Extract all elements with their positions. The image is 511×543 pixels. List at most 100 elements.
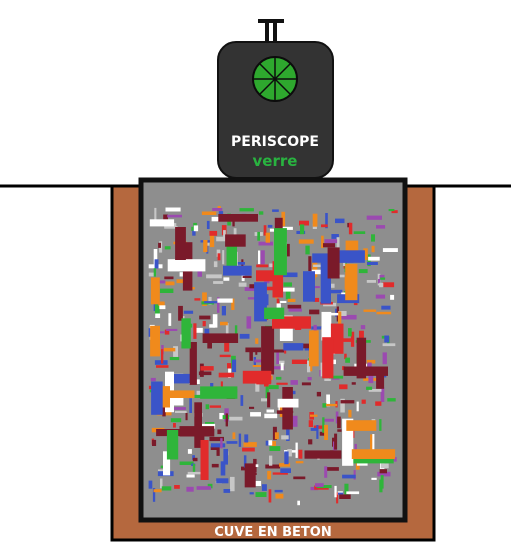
glass-shard <box>278 399 299 408</box>
glass-fragment <box>300 224 304 234</box>
glass-fragment <box>232 360 236 373</box>
glass-shard <box>150 326 160 357</box>
glass-fragment <box>309 310 319 315</box>
glass-fragment <box>164 277 173 280</box>
glass-fragment <box>299 239 314 243</box>
glass-shard <box>151 382 163 415</box>
glass-fragment <box>160 289 174 293</box>
glass-fragment <box>241 395 244 406</box>
glass-fragment <box>194 298 200 300</box>
glass-fragment <box>286 291 291 299</box>
glass-fragment <box>327 467 339 471</box>
glass-fragment <box>334 486 336 497</box>
glass-fragment <box>154 208 156 221</box>
glass-fragment <box>308 377 312 380</box>
glass-fragment <box>348 328 352 336</box>
glass-fragment <box>276 494 284 499</box>
glass-fragment <box>378 279 380 283</box>
glass-fragment <box>222 250 224 264</box>
glass-fragment <box>240 208 254 211</box>
glass-fragment <box>199 316 210 320</box>
glass-shard <box>261 326 274 374</box>
glass-fragment <box>275 432 279 439</box>
glass-fragment <box>284 451 288 464</box>
glass-shard <box>345 264 357 300</box>
glass-fragment <box>165 246 171 249</box>
glass-fragment <box>299 450 303 459</box>
glass-fragment <box>170 357 179 360</box>
glass-fragment <box>250 412 261 416</box>
glass-fragment <box>212 464 219 468</box>
glass-fragment <box>159 305 165 309</box>
glass-fragment <box>253 365 262 367</box>
glass-fragment <box>349 223 352 235</box>
glass-fragment <box>255 338 258 344</box>
t-handle-icon <box>258 19 284 43</box>
glass-fragment <box>379 283 383 287</box>
glass-fragment <box>217 430 221 435</box>
glass-fragment <box>193 458 198 461</box>
glass-fragment <box>340 275 345 278</box>
glass-fragment <box>173 423 176 428</box>
glass-fragment <box>276 377 282 380</box>
glass-fragment <box>384 336 389 343</box>
glass-fragment <box>211 443 225 447</box>
glass-fragment <box>174 485 180 489</box>
glass-fragment <box>203 321 206 326</box>
glass-shard <box>282 387 293 430</box>
glass-fragment <box>316 425 318 439</box>
glass-fragment <box>210 405 221 407</box>
glass-fragment <box>323 243 335 247</box>
glass-fragment <box>269 456 272 466</box>
glass-fragment <box>255 350 257 355</box>
glass-fragment <box>326 404 337 406</box>
glass-fragment <box>239 434 241 447</box>
glass-fragment <box>167 215 182 218</box>
glass-fragment <box>268 440 272 445</box>
glass-shard <box>167 430 178 460</box>
glass-fragment <box>155 314 160 319</box>
periscope-title: PERISCOPE <box>231 134 319 150</box>
glass-fragment <box>189 398 192 413</box>
glass-fragment <box>284 282 293 286</box>
glass-fragment <box>339 384 347 389</box>
glass-fragment <box>249 351 253 361</box>
glass-shard <box>170 390 195 398</box>
glass-fragment <box>193 323 196 339</box>
glass-fragment <box>194 225 198 231</box>
glass-fragment <box>261 250 265 264</box>
glass-fragment <box>223 277 229 280</box>
glass-fragment <box>258 251 260 265</box>
glass-fragment <box>171 418 181 422</box>
glass-fragment <box>233 432 236 439</box>
glass-fragment <box>324 379 331 381</box>
glass-fragment <box>325 239 338 243</box>
glass-fragment <box>377 312 392 315</box>
glass-fragment <box>366 387 372 390</box>
glass-fragment <box>249 407 254 409</box>
glass-fragment <box>250 492 254 494</box>
glass-fragment <box>187 475 195 478</box>
glass-shard <box>223 266 252 276</box>
glass-fragment <box>259 211 263 214</box>
glass-fragment <box>288 299 296 302</box>
glass-fragment <box>321 224 328 227</box>
glass-shard <box>376 367 384 389</box>
glass-shard <box>181 318 190 348</box>
glass-fragment <box>267 392 270 407</box>
glass-fragment <box>158 243 161 248</box>
glass-fragment <box>244 434 248 442</box>
glass-fragment <box>216 478 228 483</box>
glass-fragment <box>376 225 385 229</box>
glass-fragment <box>357 402 359 412</box>
glass-fragment <box>389 209 395 211</box>
glass-fragment <box>380 469 387 473</box>
glass-fragment <box>346 491 359 494</box>
green-glass-disc-icon <box>253 57 297 101</box>
glass-fragment <box>214 261 218 267</box>
glass-fragment <box>197 486 212 490</box>
glass-fragment <box>209 231 217 236</box>
glass-shard <box>322 337 333 378</box>
glass-fragment <box>173 346 178 357</box>
glass-shard <box>203 333 239 343</box>
